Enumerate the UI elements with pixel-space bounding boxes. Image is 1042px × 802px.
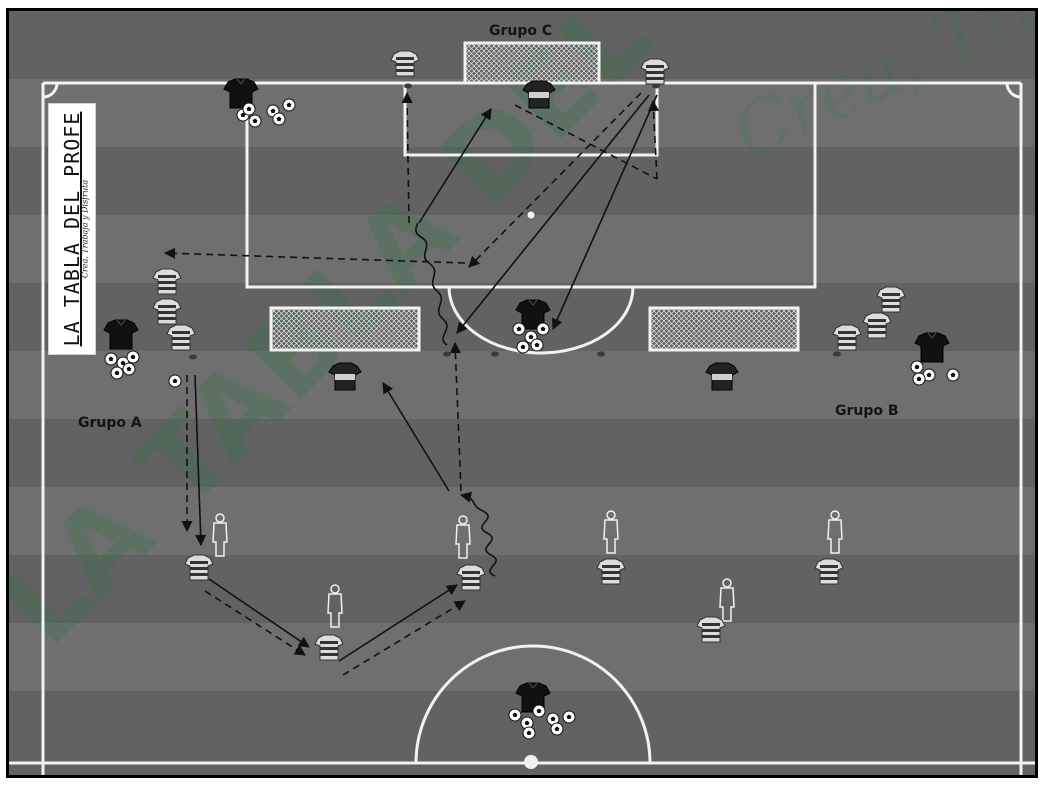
logo-tagline: Crea, Trabaja y Disfruta [80, 180, 89, 278]
group-a-label: Grupo A [78, 415, 142, 431]
goal-icon [650, 308, 798, 350]
group-b-label: Grupo B [835, 403, 899, 419]
drill-diagram-frame: LA TABLA DEL PROFE Crea, Tra [6, 8, 1038, 778]
pitch: LA TABLA DEL PROFE Crea, Tra [9, 11, 1035, 775]
goal-icon [271, 308, 419, 350]
goal-icon [465, 43, 599, 83]
group-c-label: Grupo C [489, 23, 552, 39]
logo: LA TABLA DEL PROFE Crea, Trabaja y Disfr… [48, 103, 96, 355]
